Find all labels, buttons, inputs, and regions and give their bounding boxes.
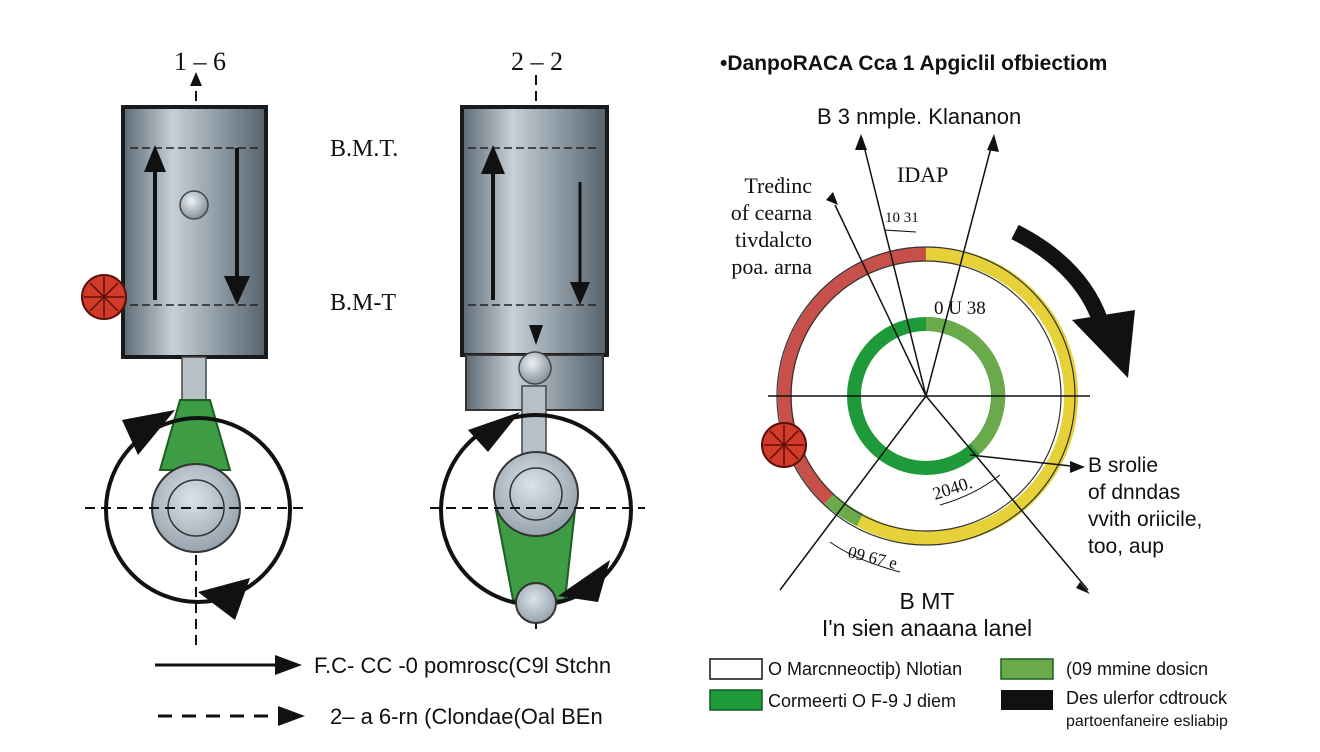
timing-title: •DanpoRACA Cca 1 Apgiclil ofbiectiom [720,52,1107,75]
left-note-line-2: of cearna [731,200,812,225]
rotation-arrow-left-bottom [198,578,250,620]
right-note-line-2: of dnndas [1088,481,1180,504]
legend-swatch-green [709,689,763,711]
piston-pin-middle [518,351,552,385]
legend-left: F.C- CC -0 pomrosc(C9l Stchn 2– a 6-rn (… [155,653,611,729]
legend-dashed-label: 2– a 6-rn (Clondae(Oal BEn [330,704,603,729]
cylinder-left [121,105,268,359]
angle-label-1: 10 31 [885,210,919,226]
rotation-arrow-middle-bottom [558,560,610,602]
piston-rod-left [181,356,207,408]
crank-pin-middle [515,582,557,624]
timing-bottom-caption: I'n sien anaana lanel [822,615,1032,641]
legend-label-green: Cormeerti O F-9 J diem [768,691,956,711]
left-note-line-3: tivdalcto [735,227,812,252]
rotation-arrow-middle-top [468,412,520,452]
legend-sublabel-black: partoenfaneire esliabip [1066,713,1228,730]
legend-label-black: Des ulerfor cdtrouck [1066,688,1228,708]
spark-plug-left [81,274,127,320]
outer-ring-red-lower [824,493,864,527]
inner-ring-lightgreen [925,316,1006,455]
right-note-line-3: vvith oriicile, [1088,508,1202,531]
spark-plug-timing [761,422,807,468]
timing-bottom-label: B MT [900,588,955,614]
top-label-1: 1 – 6 [174,47,226,76]
legend-swatch-black [1001,690,1053,710]
top-label-2: 2 – 2 [511,47,563,76]
ray-1 [861,137,927,397]
left-note-line-4: poa. arna [731,254,812,279]
angle-label-3: 2040. [930,472,975,504]
label-tdc: B.M.T. [330,136,398,162]
ray-6 [969,454,1081,468]
legend-label-white: O Marcnneoctiþ) Nlotian [768,659,962,679]
angle-label-2: 0 U 38 [934,298,986,319]
legend-swatch-white [709,658,763,680]
right-note-line-4: too, aup [1088,535,1164,558]
rotation-arrow-left-top [122,410,175,455]
engine-middle: 2 – 2 [430,47,645,632]
ray-2 [925,139,994,397]
crank-circle-left [104,416,292,604]
angle-label-4: 09 67 e [846,542,899,573]
crank-hub-middle [493,451,579,537]
left-note-line-1: Treḋinc [744,173,812,198]
timing-center-label: IDAP [897,162,948,187]
legend-right: O Marcnneoctiþ) Nlotian (09 mmine dosicn… [709,658,1228,730]
legend-label-lightgreen: (09 mmine dosicn [1066,659,1208,679]
timing-diagram: •DanpoRACA Cca 1 Apgiclil ofbiectiom B 3… [720,52,1202,641]
top-arrow-left [190,72,202,86]
rotation-arrow-timing [1011,224,1108,323]
legend-solid-label: F.C- CC -0 pomrosc(C9l Stchn [314,653,611,678]
label-bdc: B.M-T [330,290,396,316]
cylinder-middle [460,105,609,357]
right-note-line-1: B srolie [1088,454,1158,477]
piston-pin-left [179,190,209,220]
engine-left: 1 – 6 [81,47,305,645]
ray-5 [834,204,927,397]
ray-4 [925,395,1089,591]
outer-ring-yellow [856,246,1079,545]
timing-subtitle: B 3 nmple. Klananon [817,104,1021,129]
connecting-rod-left [158,399,232,471]
legend-swatch-lightgreen [1000,658,1054,680]
ray-3 [779,395,927,591]
